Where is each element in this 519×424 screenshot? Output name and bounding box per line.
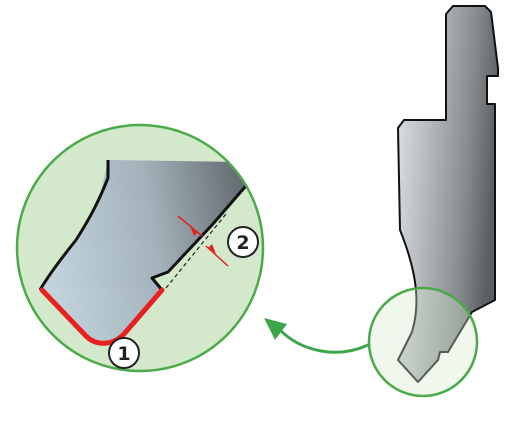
callout-2: 2 [227, 226, 259, 258]
selection-circle [367, 286, 479, 398]
curved-arrow-icon [264, 318, 370, 354]
magnifier-circle [15, 123, 265, 373]
step-dimension [165, 213, 229, 289]
callout-1: 1 [108, 337, 140, 369]
magnified-tool-tip [40, 160, 258, 344]
callout-2-label: 2 [236, 232, 249, 254]
callout-1-label: 1 [117, 343, 130, 365]
tip-radius-highlight [39, 287, 165, 346]
